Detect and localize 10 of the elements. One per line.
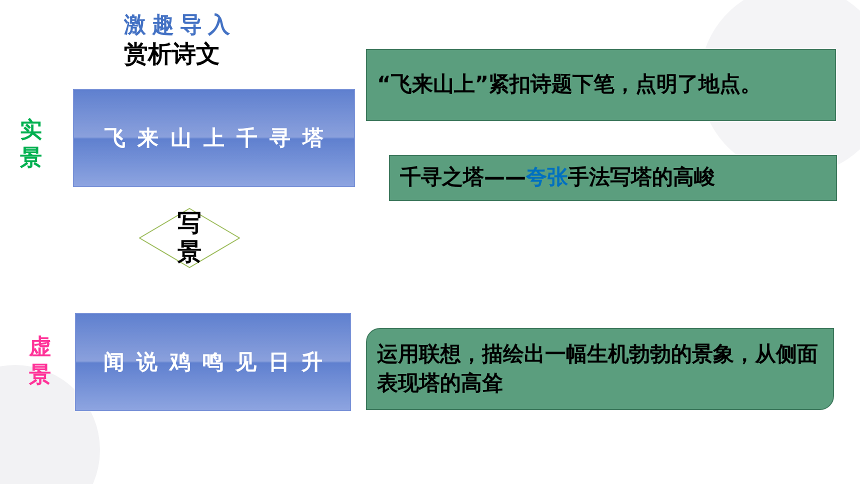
note-box: “飞来山上”紧扣诗题下笔，点明了地点。 (366, 49, 836, 121)
section-heading: 赏析诗文 (124, 39, 220, 70)
section-heading: 激趣导入 (124, 12, 236, 40)
verse-box: 闻说鸡鸣见日升 (75, 313, 351, 411)
verse-box: 飞来山上千寻塔 (73, 89, 355, 187)
note-box: 千寻之塔——夸张手法写塔的高峻 (389, 155, 837, 201)
side-label: 虚景 (28, 334, 52, 389)
decision-diamond: 写景 (139, 208, 240, 268)
note-box: 运用联想，描绘出一幅生机勃勃的景象，从侧面表现塔的高耸 (366, 328, 834, 410)
side-label: 实景 (19, 117, 43, 172)
